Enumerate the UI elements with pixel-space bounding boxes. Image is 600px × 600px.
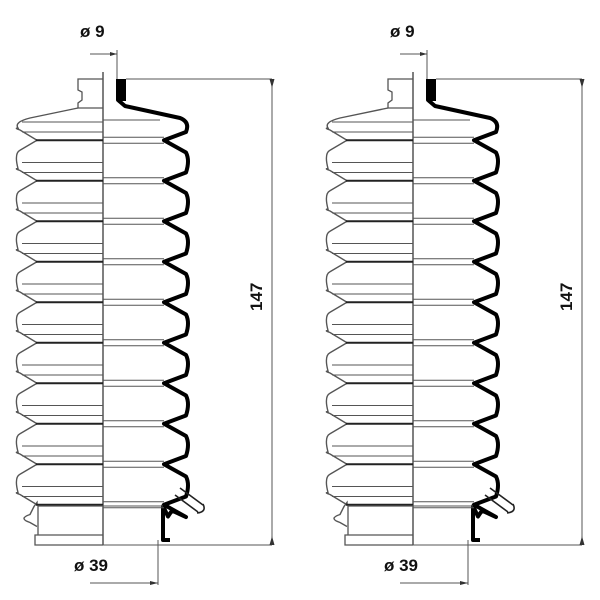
length-label: 147	[247, 283, 266, 311]
length-label: 147	[557, 283, 576, 311]
length-arrows	[579, 78, 585, 546]
length-arrows	[269, 78, 275, 546]
top-collar-outline	[77, 78, 103, 109]
bottom-diameter-label: ø 39	[384, 556, 418, 575]
top-diameter-label: ø 9	[80, 22, 105, 41]
top-collar-outline	[387, 78, 413, 109]
section-profile	[426, 79, 500, 542]
bottom-diameter-label: ø 39	[74, 556, 108, 575]
vent-nipple	[484, 487, 515, 514]
outer-profile	[15, 107, 79, 528]
top-seal-lip	[117, 79, 126, 101]
vent-nipple	[174, 487, 205, 514]
bellows-drawing-right: ø 9 147 ø 39	[325, 22, 585, 585]
top-diameter-label: ø 9	[390, 22, 415, 41]
bottom-diameter-arrow	[460, 581, 468, 585]
base-collar-outline	[34, 505, 103, 546]
bottom-diameter-arrow	[150, 581, 158, 585]
top-diameter-arrow	[420, 52, 427, 56]
top-seal-lip	[427, 79, 436, 101]
bellows-drawing-left: ø 9 147 ø 39	[15, 22, 275, 585]
base-collar-outline	[344, 505, 413, 546]
outer-profile	[325, 107, 389, 528]
top-diameter-arrow	[110, 52, 117, 56]
section-profile	[116, 79, 190, 542]
